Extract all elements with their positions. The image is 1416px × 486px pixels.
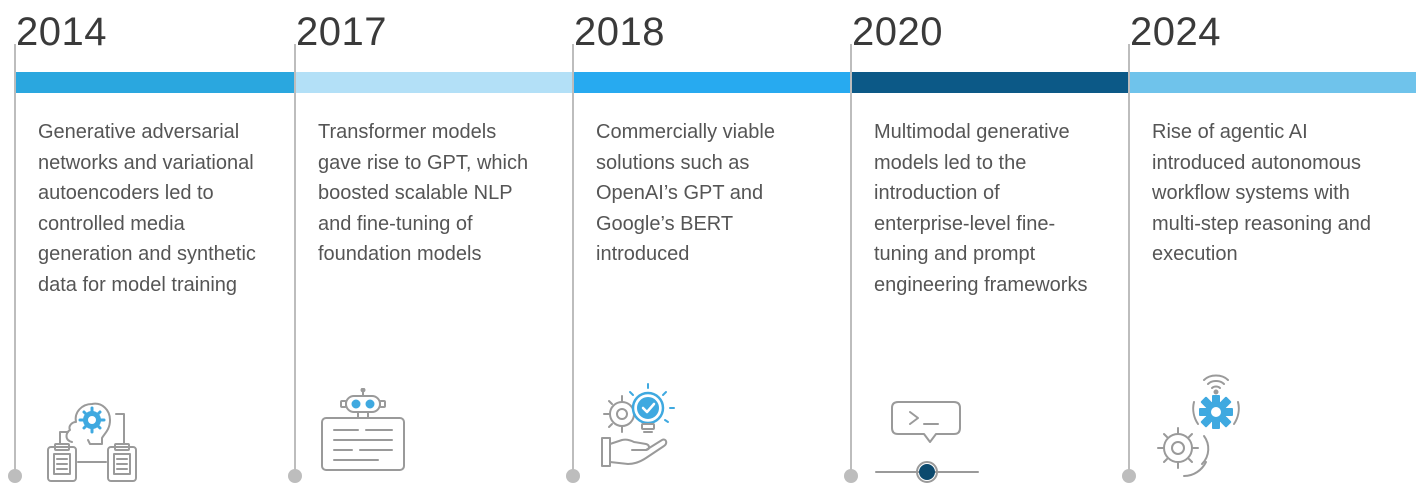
- timeline-divider: [294, 44, 296, 476]
- robot-document-icon: [318, 388, 410, 474]
- timeline-dot: [844, 469, 858, 483]
- hand-lightbulb-gear-icon: [594, 378, 678, 472]
- timeline-divider: [850, 44, 852, 476]
- timeline-dot: [1122, 469, 1136, 483]
- milestone-description: Commercially viable solutions such as Op…: [596, 121, 775, 265]
- gears-wireless-icon: [1142, 372, 1254, 484]
- timeline-band-2024: [1129, 72, 1416, 93]
- terminal-prompt-slider-icon: [874, 396, 986, 486]
- milestone-year: 2024: [1130, 10, 1221, 54]
- milestone-2014: 2014 Generative adversarial networks and…: [8, 0, 295, 486]
- milestone-description: Multimodal generative models led to the …: [874, 121, 1088, 296]
- milestone-description: Generative adversarial networks and vari…: [38, 121, 256, 296]
- milestone-description: Rise of agentic AI introduced autonomous…: [1152, 121, 1372, 265]
- timeline-dot: [8, 469, 22, 483]
- timeline-divider: [572, 44, 574, 476]
- milestone-2020: 2020 Multimodal generative models led to…: [844, 0, 1129, 486]
- timeline-band-2017: [295, 72, 573, 93]
- timeline-dot: [566, 469, 580, 483]
- timeline-divider: [1128, 44, 1130, 476]
- timeline-divider: [14, 44, 16, 476]
- milestone-year: 2020: [852, 10, 943, 54]
- milestone-description: Transformer models gave rise to GPT, whi…: [318, 121, 529, 265]
- milestone-2018: 2018 Commercially viable solutions such …: [566, 0, 851, 486]
- timeline-dot: [288, 469, 302, 483]
- milestone-2024: 2024 Rise of agentic AI introduced auton…: [1122, 0, 1416, 486]
- timeline-band-2020: [851, 72, 1129, 93]
- timeline-band-2014: [14, 72, 295, 93]
- timeline-band-2018: [573, 72, 851, 93]
- milestone-year: 2014: [16, 10, 107, 54]
- milestone-2017: 2017 Transformer models gave rise to GPT…: [288, 0, 573, 486]
- milestone-year: 2017: [296, 10, 387, 54]
- brain-gear-clipboards-icon: [38, 392, 148, 484]
- milestone-year: 2018: [574, 10, 665, 54]
